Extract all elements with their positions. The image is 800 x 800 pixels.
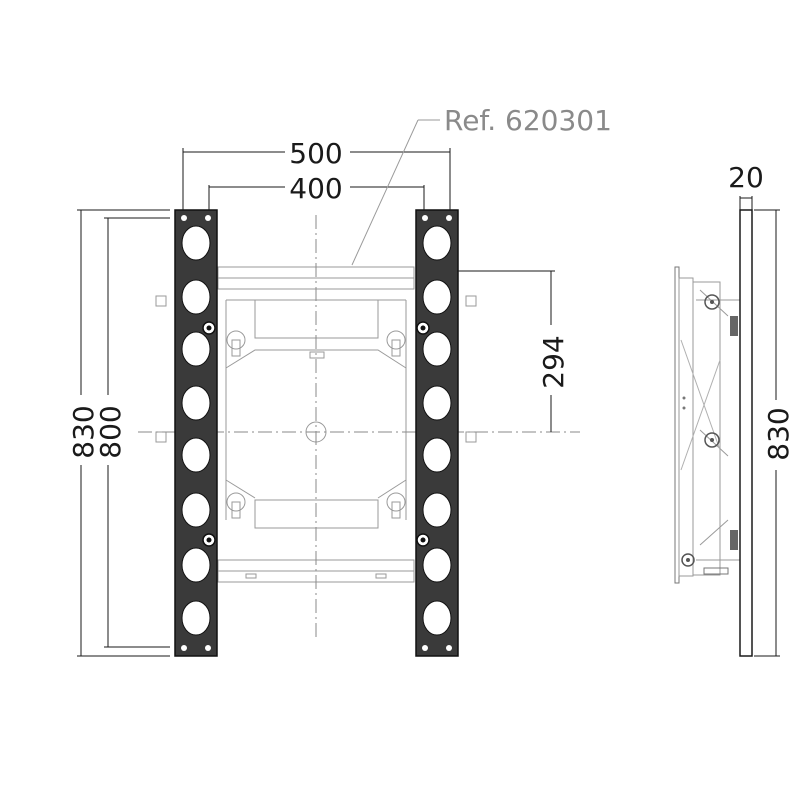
dimension-800: 800 xyxy=(94,217,170,648)
keyhole-icon xyxy=(226,492,246,519)
reference-label: Ref. 620301 xyxy=(444,104,612,137)
dimension-500-label: 500 xyxy=(289,137,342,170)
dimension-400-label: 400 xyxy=(289,172,342,205)
rail-slot xyxy=(422,331,452,367)
keyhole-icon xyxy=(386,330,406,357)
rail-slot xyxy=(181,492,211,528)
rail-slot xyxy=(422,225,452,261)
dimension-20-label: 20 xyxy=(728,161,764,194)
rail-slot xyxy=(181,437,211,473)
rail-slot xyxy=(422,492,452,528)
right-mounting-rail xyxy=(415,209,459,657)
rail-screw-hole-icon xyxy=(422,215,428,221)
dimension-830-side: 830 xyxy=(754,209,795,657)
dimension-20: 20 xyxy=(728,161,764,210)
rail-slot xyxy=(181,600,211,636)
left-mounting-rail xyxy=(174,209,218,657)
rail-screw-hole-icon xyxy=(205,215,211,221)
rail-body xyxy=(174,209,218,657)
gear-icon xyxy=(704,294,720,310)
keyhole-icon xyxy=(386,492,406,519)
dimension-830-side-label: 830 xyxy=(762,407,795,460)
rail-slot xyxy=(422,437,452,473)
rail-slot xyxy=(422,600,452,636)
keyhole-icon xyxy=(226,330,246,357)
gear-icon xyxy=(704,432,720,448)
rail-screw-hole-icon xyxy=(181,645,187,651)
rail-slot xyxy=(181,331,211,367)
rail-slot xyxy=(181,279,211,315)
side-view xyxy=(674,209,753,657)
rail-screw-hole-icon xyxy=(446,215,452,221)
rail-screw-hole-icon xyxy=(446,645,452,651)
rail-slot xyxy=(422,385,452,421)
reference-callout: Ref. 620301 xyxy=(351,104,612,266)
dimension-294-label: 294 xyxy=(537,335,570,388)
rail-slot xyxy=(181,385,211,421)
dimension-500: 500 xyxy=(182,137,451,210)
dimension-294: 294 xyxy=(458,270,570,432)
side-knob-icon xyxy=(155,295,477,443)
dimension-830-left: 830 xyxy=(67,209,170,657)
lock-nut-icon xyxy=(202,321,430,547)
dimension-830-left-label: 830 xyxy=(67,405,100,458)
rail-screw-hole-icon xyxy=(422,645,428,651)
rail-screw-hole-icon xyxy=(181,215,187,221)
wall-bracket-frame xyxy=(155,266,477,583)
screen-panel xyxy=(739,209,753,657)
rail-screw-hole-icon xyxy=(205,645,211,651)
dimension-400: 400 xyxy=(208,172,425,210)
rail-slot xyxy=(181,547,211,583)
dimension-800-label: 800 xyxy=(94,405,127,458)
rail-slot xyxy=(422,279,452,315)
rail-slot xyxy=(422,547,452,583)
gear-icon xyxy=(681,553,695,567)
rail-body xyxy=(415,209,459,657)
rail-slot xyxy=(181,225,211,261)
